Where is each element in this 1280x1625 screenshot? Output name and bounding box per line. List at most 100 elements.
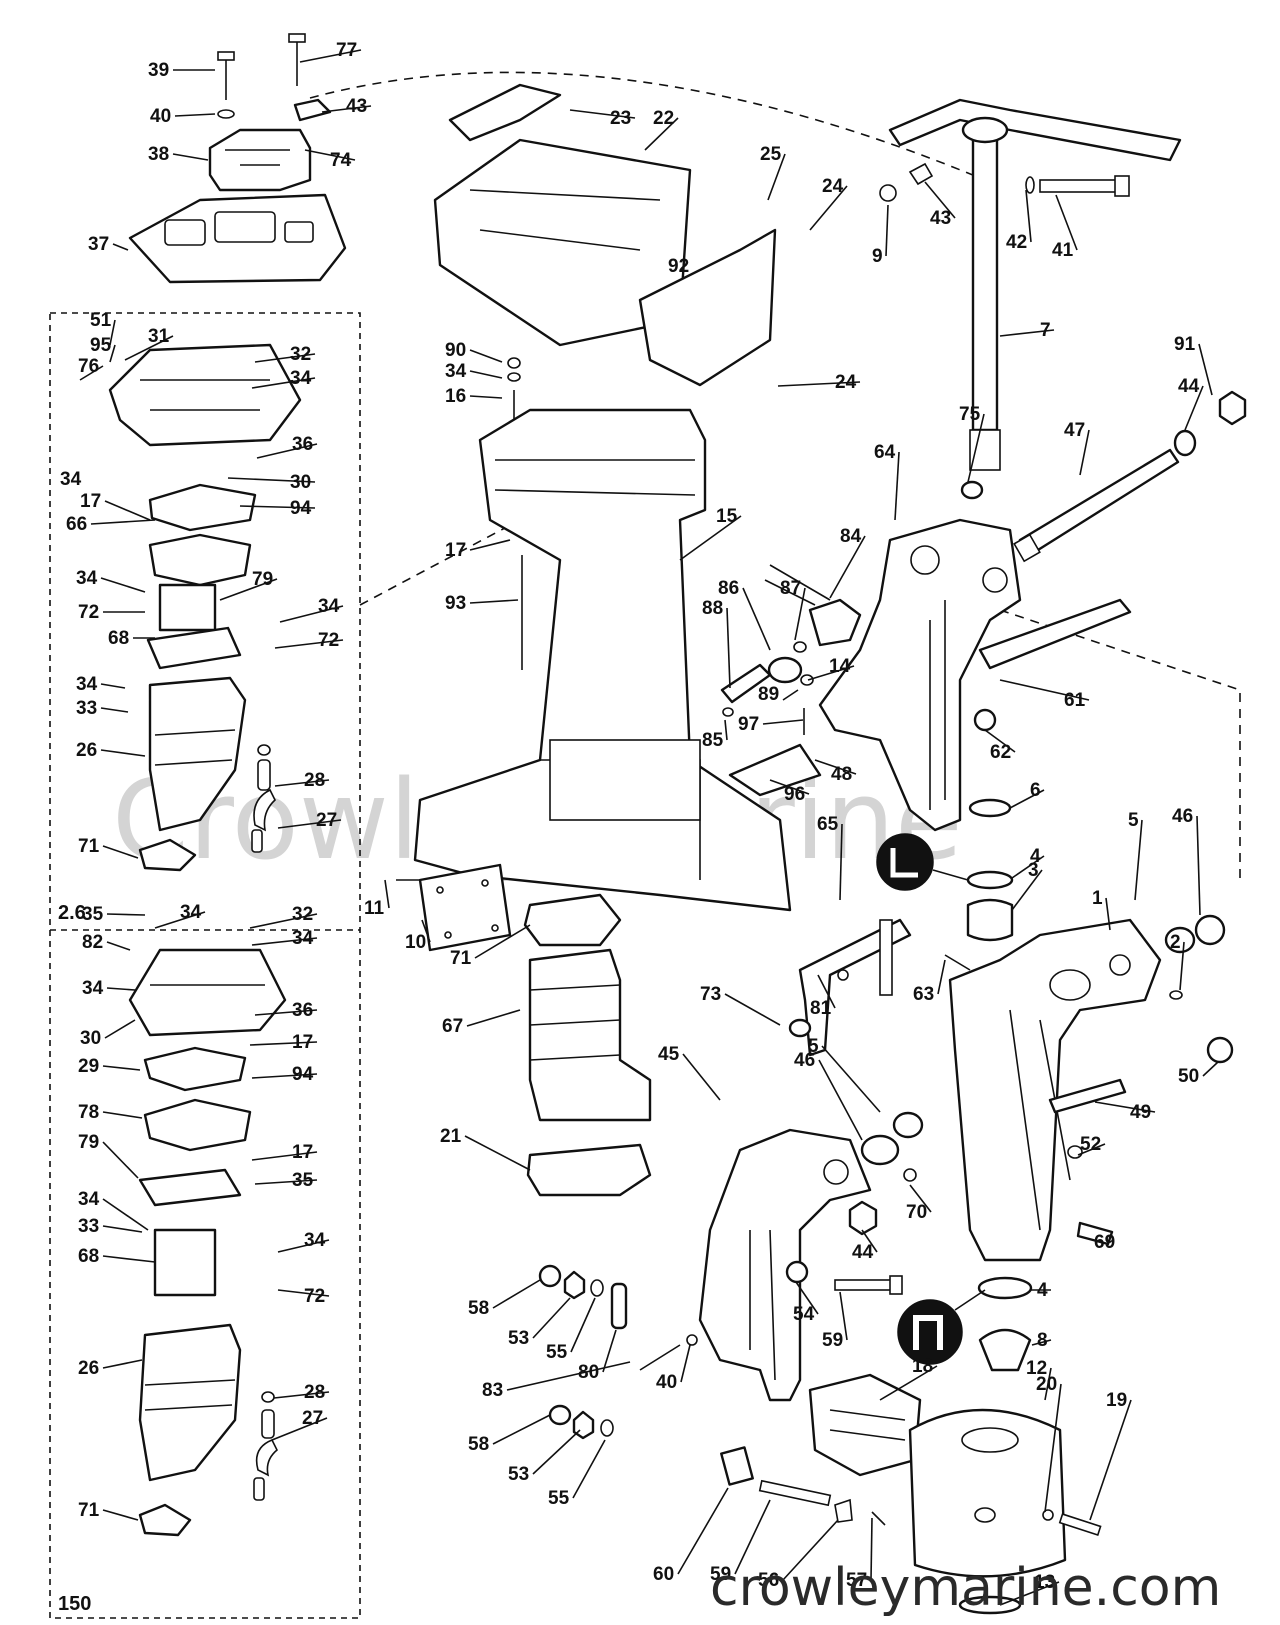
dashed-line-left xyxy=(359,519,521,606)
callout-69: 69 xyxy=(1094,1232,1115,1253)
grease-fitting-badge-icon xyxy=(876,833,934,891)
clip-43b xyxy=(908,162,934,186)
bracket-88 xyxy=(720,663,772,704)
gasket-79-upper xyxy=(146,626,242,670)
callout-72: 72 xyxy=(304,1286,325,1307)
callout-26: 26 xyxy=(78,1358,99,1379)
leader-line-72 xyxy=(277,1289,330,1297)
hose-27-upper xyxy=(251,759,276,853)
washer-14 xyxy=(800,674,814,686)
leader-line-2 xyxy=(1179,941,1185,991)
pin-49 xyxy=(1048,1078,1127,1114)
link-80 xyxy=(610,1282,628,1330)
callout-21: 21 xyxy=(440,1126,462,1147)
leader-line-51 xyxy=(109,319,116,346)
bolt-41 xyxy=(1039,175,1130,197)
callout-75: 75 xyxy=(959,404,981,425)
bolt-59a xyxy=(834,1275,903,1295)
gasket-71-lower xyxy=(138,1503,192,1537)
leader-line-30 xyxy=(104,1019,136,1039)
leader-line-28 xyxy=(273,1391,330,1399)
gasket-71-center xyxy=(523,893,622,947)
callout-43: 43 xyxy=(930,208,951,229)
bushing-5b xyxy=(892,1111,924,1139)
leader-line-27 xyxy=(277,819,342,829)
leader-line-82 xyxy=(106,941,131,951)
nut-87 xyxy=(793,641,807,653)
leader-line-9 xyxy=(885,204,889,257)
washer-55a xyxy=(590,1279,604,1297)
leader-line-85 xyxy=(724,719,728,741)
leader-line-96 xyxy=(769,779,810,795)
leader-line-83 xyxy=(506,1361,631,1391)
leader-line-65 xyxy=(839,823,843,901)
screw-89 xyxy=(782,689,799,701)
leader-line-40 xyxy=(174,113,216,117)
callout-61: 61 xyxy=(1064,690,1086,711)
manifold-68-lower xyxy=(153,1228,217,1297)
leader-line-47 xyxy=(1079,429,1090,476)
leader-line-53 xyxy=(532,1429,581,1475)
callout-27: 27 xyxy=(316,810,337,831)
callout-19: 19 xyxy=(1106,1390,1127,1411)
leader-line-68 xyxy=(102,1255,156,1263)
leader-line-58 xyxy=(492,1279,541,1309)
leader-line-97 xyxy=(762,719,804,725)
leader-line-34 xyxy=(100,683,126,689)
gasket-79-lower xyxy=(138,1168,242,1207)
callout-40: 40 xyxy=(150,106,171,127)
callout-63: 63 xyxy=(913,984,934,1005)
callout-34: 34 xyxy=(60,469,82,490)
plate-48 xyxy=(728,743,822,797)
callout-6: 6 xyxy=(1030,780,1041,801)
callout-55: 55 xyxy=(548,1488,570,1509)
leader-line-23 xyxy=(569,109,636,119)
nut-53b xyxy=(572,1410,595,1440)
leader-line-45 xyxy=(682,1053,721,1101)
nut-91 xyxy=(1218,390,1247,426)
leader-line-71 xyxy=(102,845,139,859)
steering-tube-7 xyxy=(888,98,1182,471)
callout-34: 34 xyxy=(76,568,98,589)
callout-10: 10 xyxy=(405,932,426,953)
leader-line-21 xyxy=(464,1135,531,1171)
callout-3: 3 xyxy=(1028,860,1039,881)
callout-32: 32 xyxy=(290,344,311,365)
leader-line-43 xyxy=(321,105,372,113)
callout-36: 36 xyxy=(292,434,313,455)
callout-43: 43 xyxy=(346,96,367,117)
leader-line-40 xyxy=(680,1344,691,1383)
bolt-77 xyxy=(288,33,306,86)
leader-line-62 xyxy=(984,729,1016,753)
callout-2: 2 xyxy=(1170,932,1181,953)
callout-84: 84 xyxy=(840,526,862,547)
bracket-23 xyxy=(448,83,562,142)
spring-63 xyxy=(944,954,971,971)
washer-46a xyxy=(1194,914,1226,946)
section-label-upper: 2.6 xyxy=(58,902,86,924)
callout-80: 80 xyxy=(578,1362,599,1383)
leader-line-42 xyxy=(1025,189,1032,243)
bushing-58b xyxy=(548,1404,572,1426)
reed-block-78 xyxy=(143,1098,252,1152)
leader-line-70 xyxy=(909,1184,932,1213)
badge-leader-bottom xyxy=(954,1289,986,1311)
leader-line-10 xyxy=(421,919,431,943)
reed-plate-29 xyxy=(143,1046,247,1092)
strap-43 xyxy=(293,98,332,122)
callout-32: 32 xyxy=(292,904,313,925)
exhaust-housing-15 xyxy=(413,408,792,912)
stern-bracket-45 xyxy=(698,1128,872,1402)
leader-line-14 xyxy=(807,665,855,681)
callout-49: 49 xyxy=(1130,1102,1151,1123)
bolt-83 xyxy=(639,1344,681,1371)
leader-line-22 xyxy=(644,117,679,151)
leader-line-32 xyxy=(249,913,318,929)
gasket-plate-37 xyxy=(128,193,347,284)
washer-40b xyxy=(686,1334,698,1346)
callout-59: 59 xyxy=(822,1330,843,1351)
callout-53: 53 xyxy=(508,1328,529,1349)
leader-line-48 xyxy=(814,759,857,775)
leader-line-94 xyxy=(251,1073,318,1079)
callout-46: 46 xyxy=(794,1050,815,1071)
